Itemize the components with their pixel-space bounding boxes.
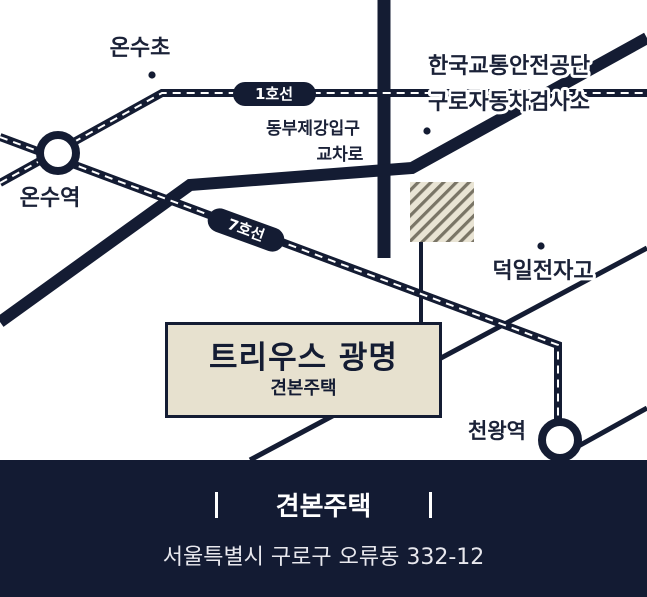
road-bottom-right: [573, 405, 647, 451]
dongbu-intersection-label-line1: 동부제강입구: [266, 119, 360, 139]
footer: 견본주택 서울특별시 구로구 오류동 332-12: [0, 460, 647, 597]
kotsa-dot: [423, 127, 431, 135]
onsu-station-label: 온수역: [20, 186, 81, 211]
line7-track: [0, 133, 562, 438]
road-upper-diagonal: [0, 32, 647, 327]
line1-badge: 1호선: [233, 82, 316, 106]
cheonwang-station-label: 천왕역: [468, 419, 526, 443]
footer-divider-right: [429, 491, 433, 518]
onsu-cho-label: 온수초: [110, 36, 171, 61]
kotsa-label-line1: 한국교통안전공단: [428, 54, 590, 79]
dongbu-intersection-label-line2: 교차로: [317, 145, 364, 165]
site-subtitle: 견본주택: [270, 377, 337, 399]
kotsa-label-line2: 구로자동차검사소: [428, 90, 590, 115]
footer-divider-left: [214, 491, 218, 518]
deogil-label: 덕일전자고: [492, 259, 593, 284]
footer-title: 견본주택: [275, 492, 372, 522]
onsu-station-marker: [36, 131, 80, 175]
onsu-cho-dot: [148, 71, 156, 79]
line1-label: 1호선: [255, 85, 293, 103]
footer-address: 서울특별시 구로구 오류동 332-12: [162, 545, 485, 570]
deogil-dot: [537, 242, 545, 250]
line7-badge: 7호선: [207, 208, 285, 252]
site-title: 트리우스 광명: [209, 339, 398, 376]
site-hatched-area: [410, 182, 474, 242]
footer-title-row: 견본주택: [214, 486, 433, 523]
cheonwang-station-marker: [538, 418, 582, 462]
site-info-box: 트리우스 광명 견본주택: [165, 322, 442, 418]
road-right-diagonal: [248, 245, 647, 463]
roads: [0, 0, 647, 463]
